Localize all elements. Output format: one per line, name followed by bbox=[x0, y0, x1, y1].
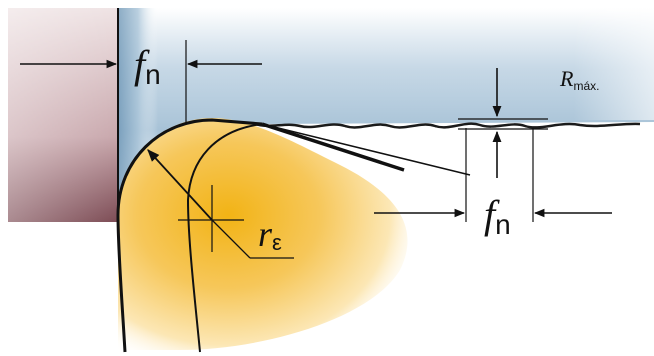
nose-radius-label: rε bbox=[258, 214, 282, 255]
cutting-insert bbox=[116, 118, 408, 353]
feed-dimension-bottom bbox=[374, 128, 612, 222]
surface-light-band bbox=[255, 128, 640, 140]
radius-leader bbox=[211, 219, 251, 259]
feed-position-line bbox=[261, 123, 471, 176]
tool-holder bbox=[8, 8, 119, 222]
feed-dimension-top bbox=[20, 40, 262, 125]
feed-label-bottom: fn bbox=[484, 192, 511, 240]
roughness-label: Rmáx. bbox=[559, 66, 599, 93]
machined-surface-profile bbox=[254, 122, 641, 129]
radius-arrow bbox=[147, 149, 213, 221]
